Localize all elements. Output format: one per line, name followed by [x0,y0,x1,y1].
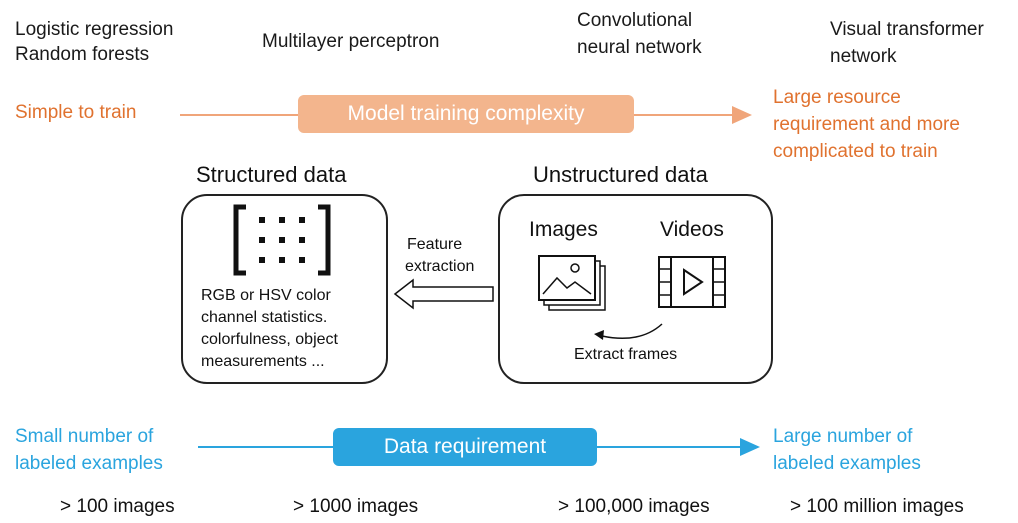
count-100: > 100 images [60,496,175,517]
feature-line1: Feature [407,236,463,253]
data-left-line1: Small number of [15,426,154,447]
structured-line2: channel statistics. [201,309,328,326]
structured-title: Structured data [196,162,347,187]
structured-box [181,194,388,384]
feature-extraction-arrow [393,278,494,310]
model-random-forests: Random forests [15,44,150,65]
image-stack-icon [538,255,606,311]
count-100-million: > 100 million images [790,496,964,517]
data-requirement-pill: Data requirement [333,428,597,466]
complexity-right-line2: requirement and more [773,114,960,135]
model-logistic-regression: Logistic regression [15,19,174,40]
videos-label: Videos [660,218,724,241]
data-left-line2: labeled examples [15,453,163,474]
complexity-right-line3: complicated to train [773,141,938,162]
complexity-left-label: Simple to train [15,102,137,123]
images-label: Images [529,218,598,241]
matrix-icon [233,204,331,276]
model-vit-line2: network [830,46,897,67]
structured-line4: measurements ... [201,353,325,370]
extract-frames-arrow [594,323,663,340]
complexity-pill: Model training complexity [298,95,634,133]
data-right-line1: Large number of [773,426,913,447]
count-1000: > 1000 images [293,496,419,517]
model-cnn-line2: neural network [577,37,702,58]
feature-line2: extraction [405,258,475,275]
extract-frames-label: Extract frames [574,346,678,363]
count-100000: > 100,000 images [558,496,710,517]
structured-line3: colorfulness, object [201,331,338,348]
structured-line1: RGB or HSV color [201,287,331,304]
model-multilayer-perceptron: Multilayer perceptron [262,31,440,52]
model-cnn-line1: Convolutional [577,10,693,31]
model-vit-line1: Visual transformer [830,19,984,40]
unstructured-title: Unstructured data [533,162,708,187]
complexity-right-line1: Large resource [773,87,901,108]
data-right-line2: labeled examples [773,453,921,474]
video-icon [658,256,726,308]
